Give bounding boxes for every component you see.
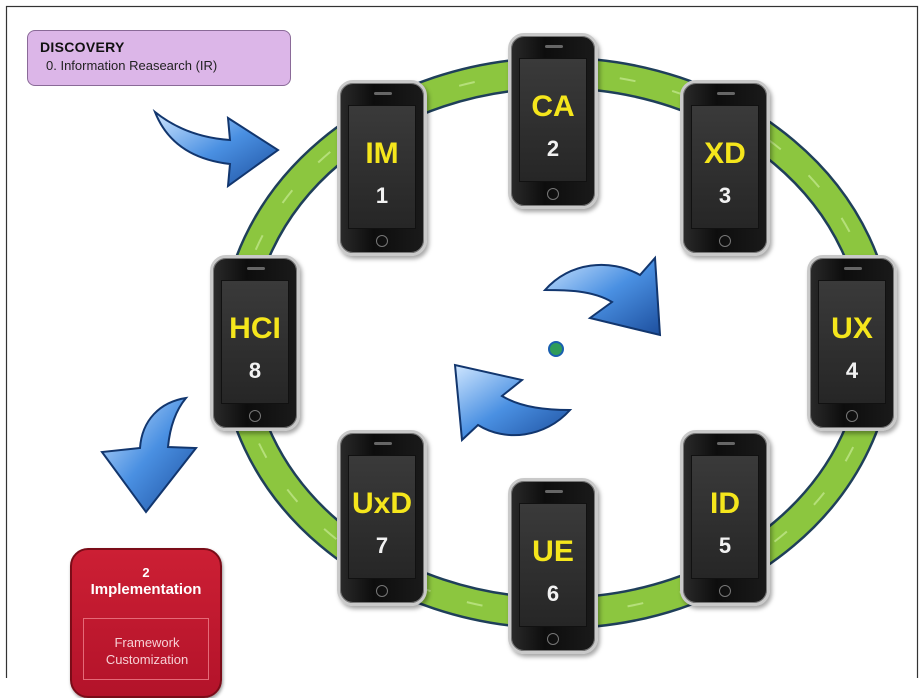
phone-xd: XD 3 (680, 80, 770, 256)
phone-label: XD (704, 137, 746, 170)
implementation-title: Implementation (90, 581, 202, 598)
phone-id: ID 5 (680, 430, 770, 606)
exit-arrow-icon (100, 396, 198, 514)
implementation-number: 2 (142, 565, 150, 580)
implementation-box: 2 Implementation Framework Customization (70, 548, 222, 698)
phone-number: 1 (375, 183, 389, 208)
discovery-subtitle: 0. Information Reasearch (IR) (46, 58, 218, 73)
phone-number: 4 (845, 358, 859, 383)
phone-im: IM 1 (337, 80, 427, 256)
phone-label: HCI (229, 312, 281, 345)
phone-label: IM (365, 137, 399, 170)
phone-hci: HCI 8 (210, 255, 300, 431)
phone-number: 6 (546, 581, 560, 606)
phone-number: 5 (718, 533, 732, 558)
phone-number: 7 (375, 533, 389, 558)
implementation-detail-line: Framework (114, 635, 180, 650)
phone-number: 2 (546, 136, 560, 161)
phone-label: CA (531, 90, 575, 123)
phone-number: 3 (718, 183, 732, 208)
cycle-arrow-icon (542, 255, 662, 337)
phone-number: 8 (248, 358, 262, 383)
center-dot (548, 341, 564, 357)
phone-label: UX (831, 312, 873, 345)
phone-uxd: UxD 7 (337, 430, 427, 606)
phone-label: UxD (351, 487, 412, 520)
phone-ue: UE 6 (508, 478, 598, 654)
discovery-title: DISCOVERY (40, 39, 125, 55)
implementation-detail: Framework Customization (72, 634, 222, 668)
phone-ca: CA 2 (508, 33, 598, 209)
cycle-arrow-icon (453, 363, 573, 443)
discovery-box: DISCOVERY 0. Information Reasearch (IR) (27, 30, 291, 86)
phone-label: ID (710, 487, 740, 520)
implementation-detail-line: Customization (105, 652, 189, 667)
phone-ux: UX 4 (807, 255, 897, 431)
entry-arrow-icon (152, 108, 280, 189)
phone-label: UE (532, 535, 574, 568)
